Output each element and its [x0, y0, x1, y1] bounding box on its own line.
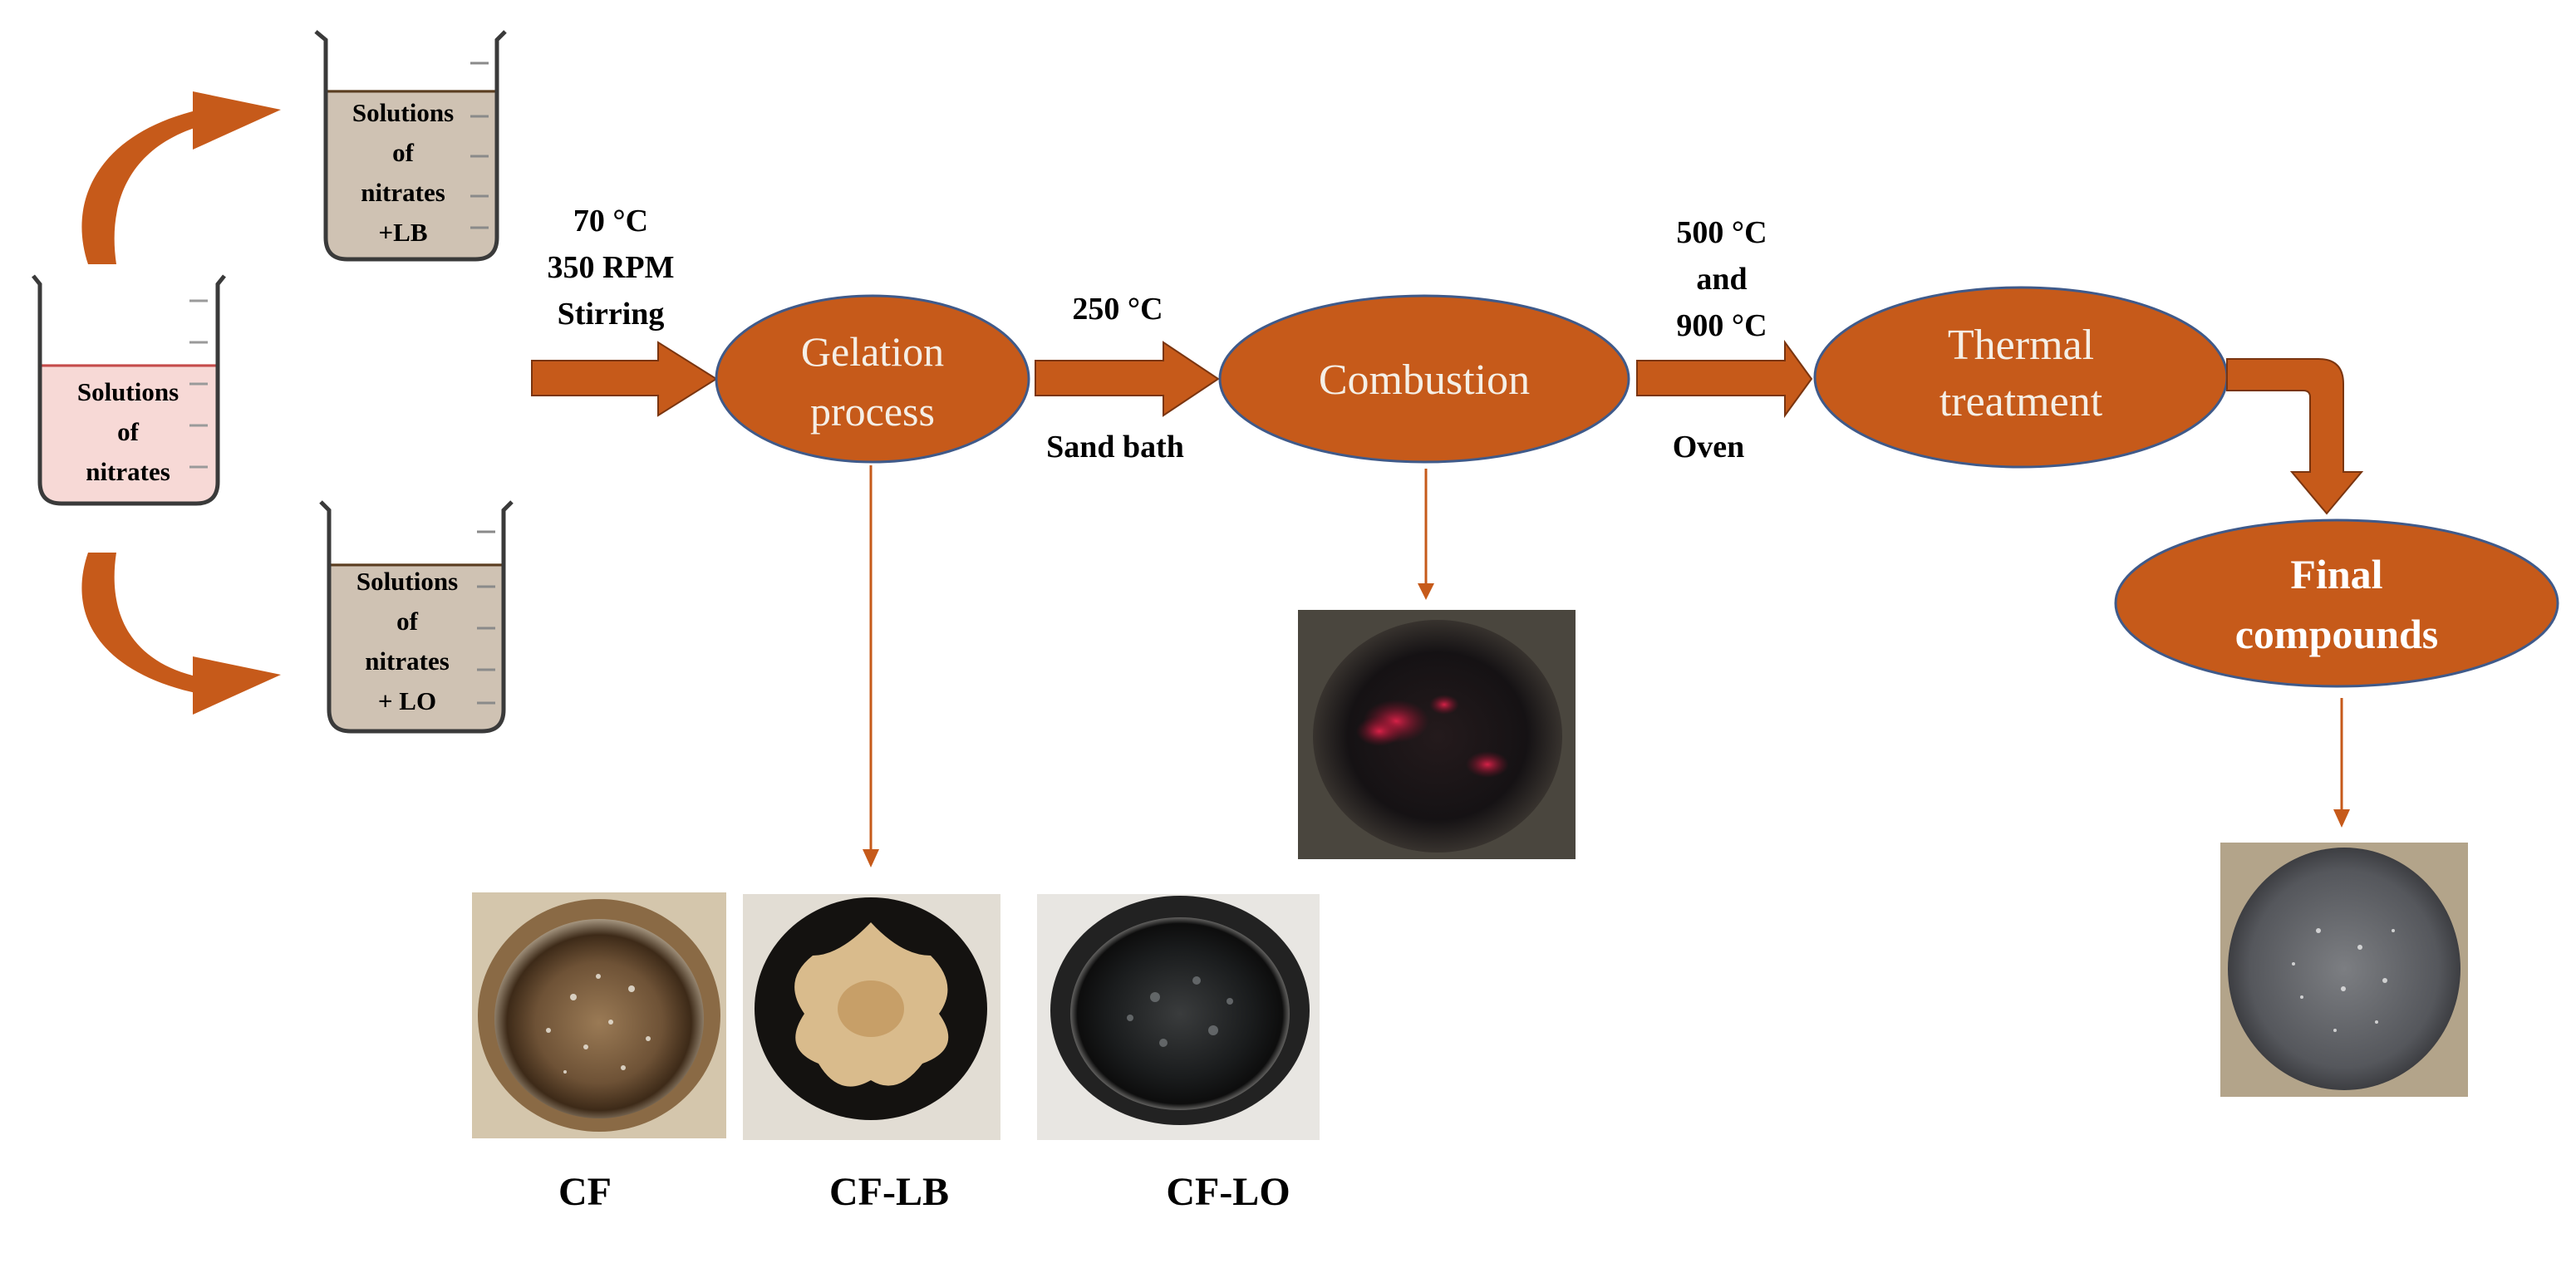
stirring-text: Stirring: [558, 297, 665, 332]
sand-bath-temp: 250 °C: [1072, 292, 1163, 327]
oven-label: Oven: [1673, 430, 1745, 464]
oven-conditions-label: 500 °C and 900 °C: [1676, 215, 1767, 343]
sand-bath-label: Sand bath: [1046, 430, 1184, 464]
beaker-lo-line1: Solutions: [356, 567, 458, 596]
final-line2: compounds: [2235, 611, 2439, 657]
oven-and: and: [1696, 262, 1747, 297]
thin-arrow-final: [2333, 698, 2350, 828]
thin-arrow-gelation: [863, 465, 879, 867]
beaker-lo-line3: nitrates: [365, 646, 450, 676]
beaker-lb-line4: +LB: [378, 218, 427, 247]
beaker-lo-line4: + LO: [378, 686, 436, 715]
beaker-start-line2: of: [117, 417, 140, 446]
thin-arrow-combustion: [1418, 469, 1434, 600]
beaker-start-line3: nitrates: [86, 457, 170, 486]
beaker-solutions-of-nitrates: Solutions of nitrates: [32, 274, 226, 506]
oven-temp-2: 900 °C: [1676, 308, 1767, 343]
beaker-lb-line3: nitrates: [361, 178, 445, 207]
final-compound-photo: [2220, 843, 2468, 1097]
combustion-line1: Combustion: [1319, 356, 1530, 404]
beaker-lb-line1: Solutions: [352, 98, 454, 127]
combustion-photo: [1298, 610, 1576, 859]
arrow-to-gelation: [531, 341, 718, 417]
beaker-nitrates-plus-lo: Solutions of nitrates + LO: [319, 500, 514, 734]
gel-cf-lb-photo: [743, 894, 1000, 1140]
caption-cf-lo: CF-LO: [1166, 1170, 1290, 1214]
gel-cf-lo-photo: [1037, 894, 1320, 1140]
arrow-to-thermal: [1636, 339, 1813, 419]
stirring-conditions-label: 70 °C 350 RPM Stirring: [547, 204, 674, 332]
oven-temp-1: 500 °C: [1676, 215, 1767, 250]
beaker-lb-line2: of: [392, 138, 415, 167]
thermal-line1: Thermal: [1948, 322, 2094, 369]
curved-arrow-down: [81, 553, 281, 715]
gelation-line1: Gelation: [801, 328, 944, 375]
gel-cf-photo: [472, 892, 726, 1138]
beaker-nitrates-plus-lb: Solutions of nitrates +LB: [314, 30, 507, 262]
arrow-to-final: [2226, 358, 2364, 515]
caption-cf: CF: [558, 1170, 612, 1214]
final-line1: Final: [2290, 551, 2382, 597]
curved-arrow-up: [81, 91, 281, 264]
beaker-lo-line2: of: [396, 607, 419, 636]
stirring-rpm: 350 RPM: [547, 250, 674, 285]
caption-cf-lb: CF-LB: [829, 1170, 949, 1214]
arrow-to-combustion: [1035, 341, 1220, 417]
node-combustion: Combustion: [1218, 294, 1630, 464]
node-final-compounds: Final compounds: [2114, 518, 2559, 688]
node-gelation-process: Gelation process: [715, 294, 1030, 464]
gelation-line2: process: [810, 388, 935, 435]
beaker-start-line1: Solutions: [77, 377, 179, 406]
node-thermal-treatment: Thermal treatment: [1813, 286, 2229, 469]
stirring-temp: 70 °C: [573, 204, 648, 238]
thermal-line2: treatment: [1939, 378, 2103, 425]
